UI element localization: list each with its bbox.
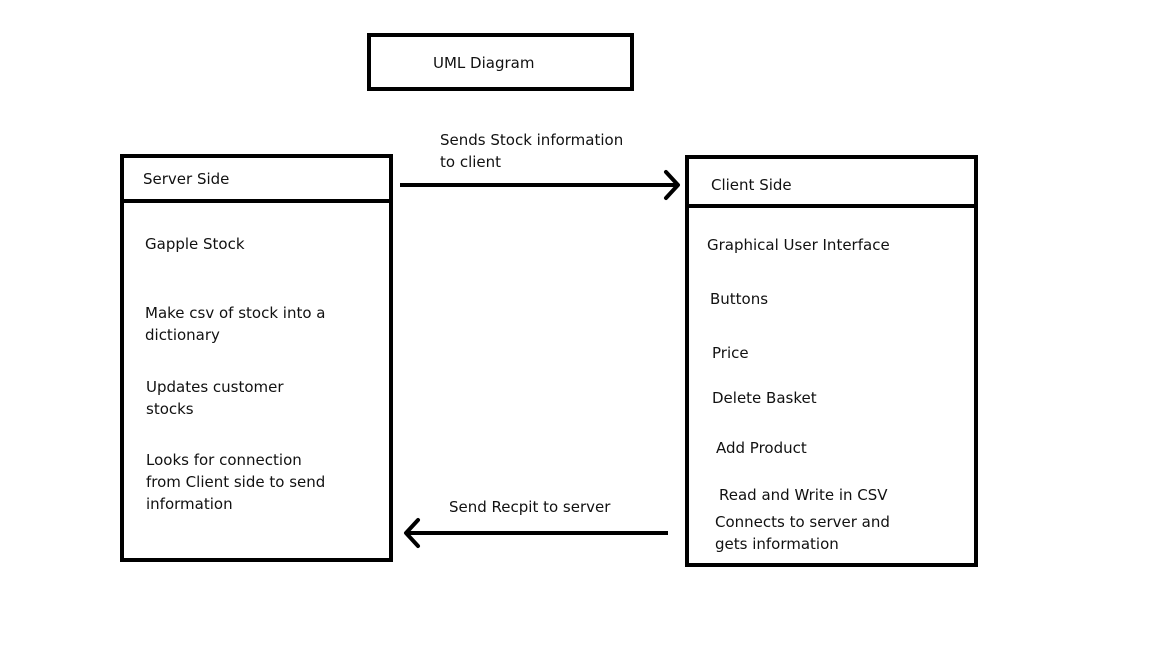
client-item-delete-basket: Delete Basket	[712, 389, 817, 407]
server-item-make-csv-cont: dictionary	[145, 326, 220, 344]
server-side-header: Server Side	[143, 170, 230, 188]
client-item-add-product: Add Product	[716, 439, 807, 457]
arrow-label-to-client-cont: to client	[440, 153, 502, 171]
server-item-looks-for-connection-cont: from Client side to send	[146, 473, 326, 491]
client-item-connects-to-server-cont: gets information	[715, 535, 839, 553]
server-item-looks-for-connection-end: information	[146, 495, 233, 513]
server-item-updates-stocks-cont: stocks	[146, 400, 194, 418]
server-item-looks-for-connection: Looks for connection	[146, 451, 302, 469]
server-side-box: Server Side Gapple Stock Make csv of sto…	[120, 154, 393, 562]
client-item-buttons: Buttons	[710, 290, 769, 308]
diagram-title-box: UML Diagram	[367, 33, 634, 91]
diagram-title: UML Diagram	[433, 54, 535, 72]
server-item-gapple-stock: Gapple Stock	[145, 235, 245, 253]
client-side-header: Client Side	[711, 176, 792, 194]
arrow-to-client-head	[664, 170, 680, 200]
client-side-box: Client Side Graphical User Interface But…	[685, 155, 978, 567]
server-header-divider	[124, 199, 389, 203]
client-item-read-write-csv: Read and Write in CSV	[719, 486, 888, 504]
client-item-price: Price	[712, 344, 749, 362]
server-item-make-csv: Make csv of stock into a	[145, 304, 326, 322]
arrow-label-to-server: Send Recpit to server	[449, 498, 611, 516]
arrow-label-to-client: Sends Stock information	[440, 131, 624, 149]
arrow-to-client	[400, 170, 680, 200]
client-item-gui: Graphical User Interface	[707, 236, 890, 254]
server-item-updates-stocks: Updates customer	[146, 378, 284, 396]
client-item-connects-to-server: Connects to server and	[715, 513, 890, 531]
arrow-to-server	[404, 518, 668, 548]
arrow-to-server-head	[404, 518, 420, 548]
client-header-divider	[689, 204, 974, 208]
